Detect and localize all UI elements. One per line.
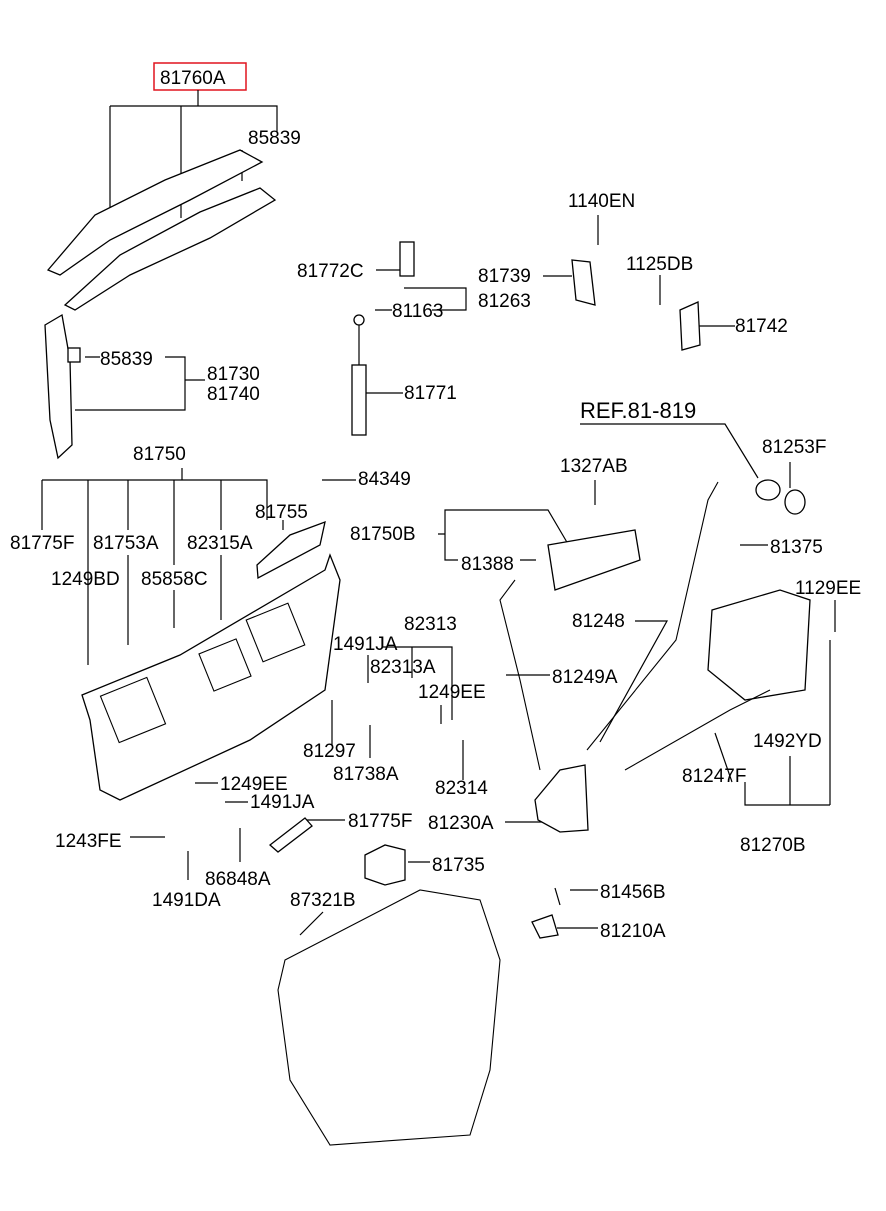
part-label[interactable]: 81270B xyxy=(740,835,806,856)
trim-panel-81750 xyxy=(81,520,341,801)
weatherstrip-87321B xyxy=(277,889,501,1146)
part-label[interactable]: 1491JA xyxy=(333,634,398,655)
part-label[interactable]: 84349 xyxy=(358,469,411,490)
part-label[interactable]: 81771 xyxy=(404,383,457,404)
part-label[interactable]: 81247F xyxy=(682,766,746,787)
part-label[interactable]: 1492YD xyxy=(753,731,822,752)
lock-81253F xyxy=(755,479,806,515)
leader-lines xyxy=(41,90,836,936)
part-label[interactable]: 85839 xyxy=(248,128,301,149)
part-label[interactable]: 1491JA xyxy=(250,792,315,813)
part-label[interactable]: 85858C xyxy=(141,569,208,590)
part-label[interactable]: 1129EE xyxy=(795,578,861,599)
part-label[interactable]: 81775F xyxy=(348,811,412,832)
part-label[interactable]: 87321B xyxy=(290,890,356,911)
bolt-81456B xyxy=(554,887,561,906)
part-label[interactable]: 81249A xyxy=(552,667,618,688)
part-label[interactable]: 82313A xyxy=(370,657,436,678)
part-label[interactable]: 1249BD xyxy=(51,569,120,590)
part-label[interactable]: 1243FE xyxy=(55,831,122,852)
part-label[interactable]: 81163 xyxy=(392,301,443,322)
part-label[interactable]: 81230A xyxy=(428,813,494,834)
part-label[interactable]: 1491DA xyxy=(152,890,221,911)
part-label[interactable]: 81375 xyxy=(770,537,823,558)
part-label[interactable]: 1249EE xyxy=(418,682,486,703)
part-label[interactable]: 81750 xyxy=(133,444,186,465)
clip-81210A xyxy=(531,914,559,939)
part-label[interactable]: 81297 xyxy=(303,741,356,762)
latch-81230A xyxy=(534,764,589,833)
highlight-box xyxy=(153,62,247,91)
part-label[interactable]: 81760A xyxy=(160,68,226,89)
part-label[interactable]: 81253F xyxy=(762,437,826,458)
part-label[interactable]: 81772C xyxy=(297,261,364,282)
part-label[interactable]: 81735 xyxy=(432,855,485,876)
rod-81247F xyxy=(624,689,771,771)
trim-strip-side xyxy=(44,313,73,460)
part-label[interactable]: 1327AB xyxy=(560,456,628,477)
part-label[interactable]: 81755 xyxy=(255,502,308,523)
part-label[interactable]: 82315A xyxy=(187,533,253,554)
part-label[interactable]: 82313 xyxy=(404,614,457,635)
part-label[interactable]: 81388 xyxy=(461,554,514,575)
handle-81750B xyxy=(547,529,641,591)
part-label[interactable]: 81750B xyxy=(350,524,416,545)
part-label[interactable]: 81742 xyxy=(735,316,788,337)
part-label[interactable]: 85839 xyxy=(100,349,153,370)
actuator-81270B xyxy=(707,589,811,701)
gas-strut-81771 xyxy=(351,314,367,436)
hinge-81772C xyxy=(399,241,415,277)
bumper-81742 xyxy=(679,301,701,351)
part-label[interactable]: 81775F xyxy=(10,533,74,554)
part-label[interactable]: 81730 xyxy=(207,364,260,385)
part-labels: 81760A 85839 81772C 81739 1140EN 1125DB … xyxy=(10,68,861,942)
part-label[interactable]: 81210A xyxy=(600,921,666,942)
part-label[interactable]: 81456B xyxy=(600,882,666,903)
part-label[interactable]: 81263 xyxy=(478,291,531,312)
part-label[interactable]: 81753A xyxy=(93,533,159,554)
part-label[interactable]: 81739 xyxy=(478,266,531,287)
bracket-81739 xyxy=(571,259,596,306)
part-label[interactable]: 81248 xyxy=(572,611,625,632)
part-label[interactable]: 86848A xyxy=(205,869,271,890)
clip-85839 xyxy=(67,347,81,363)
part-label[interactable]: 81738A xyxy=(333,764,399,785)
part-label[interactable]: 82314 xyxy=(435,778,488,799)
trim-strip-upper xyxy=(46,149,277,311)
reference-label[interactable]: REF.81-819 xyxy=(580,398,696,423)
part-label[interactable]: 1125DB xyxy=(626,254,693,275)
part-label[interactable]: 1249EE xyxy=(220,774,288,795)
rod-81248 xyxy=(586,481,719,751)
part-label[interactable]: 1140EN xyxy=(568,191,635,212)
bracket-81735 xyxy=(364,844,406,886)
strap-81775F xyxy=(268,817,313,853)
rod-81249A xyxy=(499,579,541,771)
part-label[interactable]: 81740 xyxy=(207,384,260,405)
